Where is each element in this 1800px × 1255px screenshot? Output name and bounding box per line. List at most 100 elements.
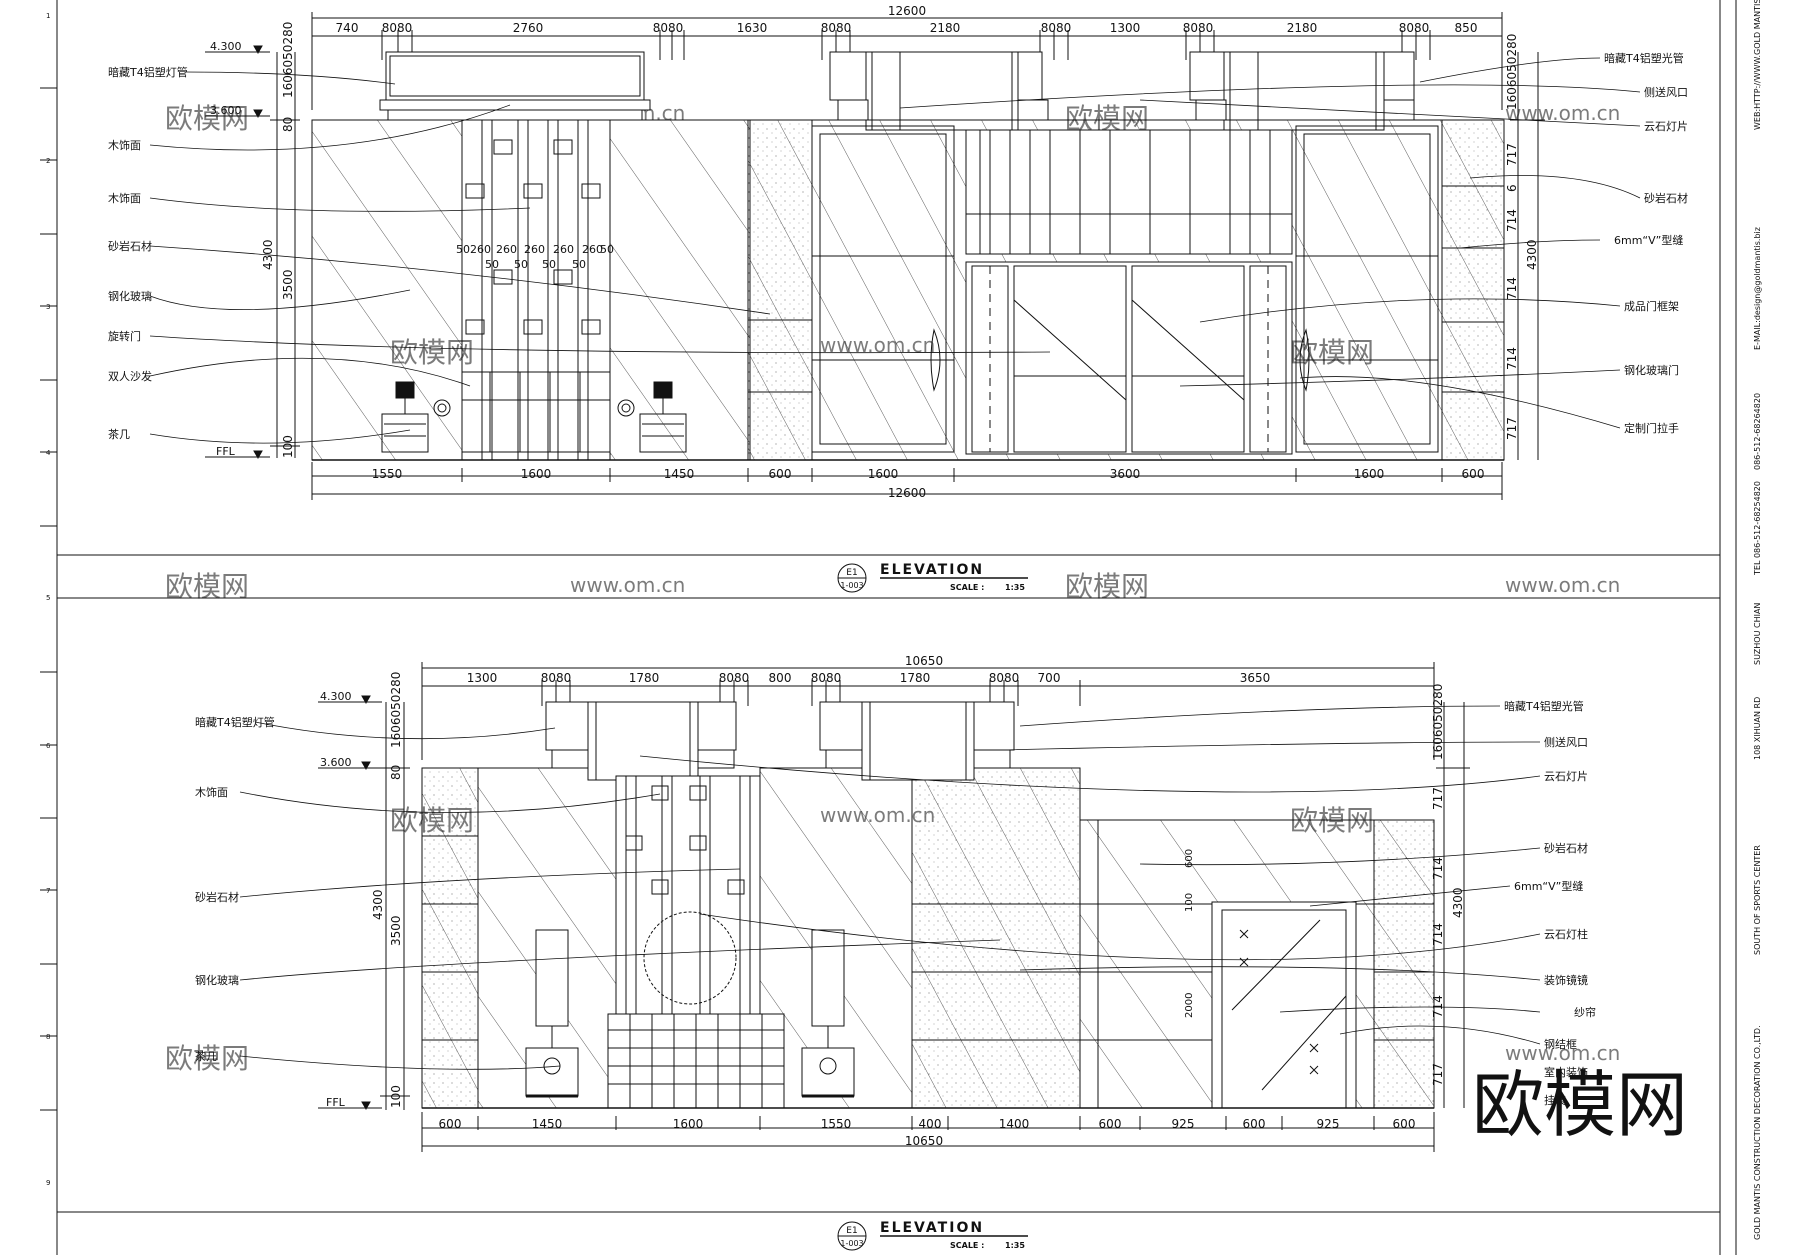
- overall-dimension: 10650: [905, 1134, 943, 1148]
- dimension: 50: [600, 243, 614, 256]
- dimension: 600: [1099, 1117, 1122, 1131]
- callout-label: 云石灯片: [1544, 770, 1588, 783]
- dimension: 600: [439, 1117, 462, 1131]
- dimension: 260: [470, 243, 491, 256]
- elevation-title: ELEVATION: [880, 1220, 984, 1236]
- callout-label: 装饰镜镜: [1544, 973, 1588, 987]
- watermark: 欧模网: [165, 102, 249, 135]
- dimension: 2180: [1287, 21, 1318, 35]
- fax-number: 086-512-68264820: [1753, 393, 1762, 470]
- dimension: 1550: [372, 467, 403, 481]
- bottom-right-leaders: [639, 705, 1541, 1045]
- callout-label: 木饰面: [108, 191, 141, 205]
- dimension: 1600: [673, 1117, 704, 1131]
- bottom-panel-joints: [422, 820, 1434, 1108]
- vertical-dimension: 4300: [371, 889, 385, 920]
- vertical-dimension: 100: [389, 1085, 403, 1108]
- dimension: 8080: [382, 21, 413, 35]
- tel-number: TEL 086-512-68254820: [1753, 481, 1762, 576]
- dimension: 8080: [541, 671, 572, 685]
- row-marker: 2: [46, 157, 50, 165]
- dimension: 3600: [1110, 467, 1141, 481]
- sheet-frame: [56, 0, 1737, 1255]
- top-dimension-lines: [311, 12, 1503, 500]
- dimension: 2760: [513, 21, 544, 35]
- vertical-dimension: 714: [1505, 209, 1519, 232]
- row-marker: 5: [46, 594, 50, 602]
- callout-label: 暗藏T4铝塑光管: [1504, 699, 1584, 713]
- dimension: 700: [1038, 671, 1061, 685]
- right-callouts-top: 暗藏T4铝塑光管 侧送风口 云石灯片 砂岩石材 6mm“V”型缝 成品门框架 钢…: [1604, 51, 1688, 435]
- dimension: 50: [572, 258, 586, 271]
- scale-label: SCALE :: [950, 1241, 984, 1250]
- dimension: 1450: [532, 1117, 563, 1131]
- dimension: 8080: [821, 21, 852, 35]
- wall-left-panel: [311, 119, 463, 461]
- dimension: 600: [1393, 1117, 1416, 1131]
- dimension: 740: [336, 21, 359, 35]
- dimension: 1630: [737, 21, 768, 35]
- overall-dimension: 12600: [888, 4, 926, 18]
- watermark: 欧模网: [165, 1042, 249, 1075]
- web-address: WEB:HTTP://WWW.GOLD MANTIS: [1753, 0, 1762, 130]
- watermark: www.om.cn: [1505, 1041, 1620, 1065]
- callout-label: 茶几: [108, 428, 130, 441]
- bottom-elev-dimension-lines: [421, 662, 1435, 1152]
- callout-label: 钢化玻璃门: [1624, 363, 1679, 377]
- watermark: www.om.cn: [1505, 101, 1620, 125]
- overall-dimension: 12600: [888, 486, 926, 500]
- dimension: 1780: [900, 671, 931, 685]
- watermark: 欧模网: [165, 570, 249, 603]
- left-callouts-bottom: 暗藏T4铝塑灯管 木饰面 砂岩石材 钢化玻璃 茶几: [195, 715, 275, 1063]
- right-callouts-bottom: 暗藏T4铝塑光管 侧送风口 云石灯片 砂岩石材 6mm“V”型缝 云石灯柱 装饰…: [1504, 699, 1596, 1107]
- vertical-dimension: 4300: [1451, 887, 1465, 918]
- dimension: 260: [496, 243, 517, 256]
- overall-dimension: 10650: [905, 654, 943, 668]
- watermark: 欧模网: [1065, 570, 1149, 603]
- left-callouts-top: 暗藏T4铝塑灯管 木饰面 木饰面 砂岩石材 钢化玻璃 旋转门 双人沙发 茶几: [108, 65, 188, 441]
- elevation-tag-number: E1: [846, 1226, 857, 1236]
- callout-label: 成品门框架: [1624, 299, 1679, 313]
- callout-label: 钢结框: [1544, 1038, 1577, 1051]
- project-city: SUZHOU CHIAN: [1753, 603, 1762, 665]
- elevation-bottom: 10650 1300 8080 1780 8080 800 8080 1780 …: [195, 654, 1596, 1251]
- row-marker: 3: [46, 303, 50, 311]
- dimension: 1400: [999, 1117, 1030, 1131]
- inner-dims: 600 100 2000: [1184, 849, 1195, 1018]
- vertical-dimension: 100: [1184, 893, 1195, 912]
- dimension: 1600: [868, 467, 899, 481]
- bottom-stone-column-hatch: [912, 768, 1080, 1108]
- ceiling-bulkheads: [379, 51, 1415, 131]
- vertical-dimension: 3500: [389, 915, 403, 946]
- dimension: 925: [1172, 1117, 1195, 1131]
- elevation-title-top: E1 1-003 ELEVATION SCALE : 1:35: [837, 562, 1028, 593]
- dimension: 1450: [664, 467, 695, 481]
- callout-label: 砂岩石材: [1544, 841, 1588, 855]
- callout-label: 砂岩石材: [1644, 191, 1688, 205]
- dimension: 8080: [989, 671, 1020, 685]
- dimension: 600: [1462, 467, 1485, 481]
- shelving-unit: [461, 119, 611, 461]
- row-marker: 8: [46, 1033, 50, 1041]
- dimension: 600: [769, 467, 792, 481]
- vertical-dimension: 714: [1431, 923, 1445, 946]
- dimension: 8080: [1399, 21, 1430, 35]
- level-label: 4.300: [210, 40, 242, 53]
- level-label: FFL: [326, 1096, 346, 1109]
- dimension: 1600: [1354, 467, 1385, 481]
- shelf-dims: 50 260 260 260 260 260 50 50 50 50 50: [456, 243, 614, 271]
- callout-label: 砂岩石材: [108, 239, 152, 253]
- row-marker-labels: 1 2 3 4 5 6 7 8 9: [46, 12, 51, 1187]
- vertical-dimension: 80: [389, 765, 403, 780]
- bottom-furniture: [525, 929, 855, 1098]
- vertical-dimension: 714: [1431, 857, 1445, 880]
- stone-column-2-hatch: [1442, 120, 1504, 460]
- dimension: 2180: [930, 21, 961, 35]
- vertical-dimension: 100: [281, 435, 295, 458]
- dimension: 50: [485, 258, 499, 271]
- vertical-dimension: 1606050280: [1505, 34, 1519, 110]
- scale-value: 1:35: [1005, 1241, 1025, 1250]
- vertical-dimension: 717: [1505, 143, 1519, 166]
- bottom-left-vertical-dims: [380, 702, 410, 1110]
